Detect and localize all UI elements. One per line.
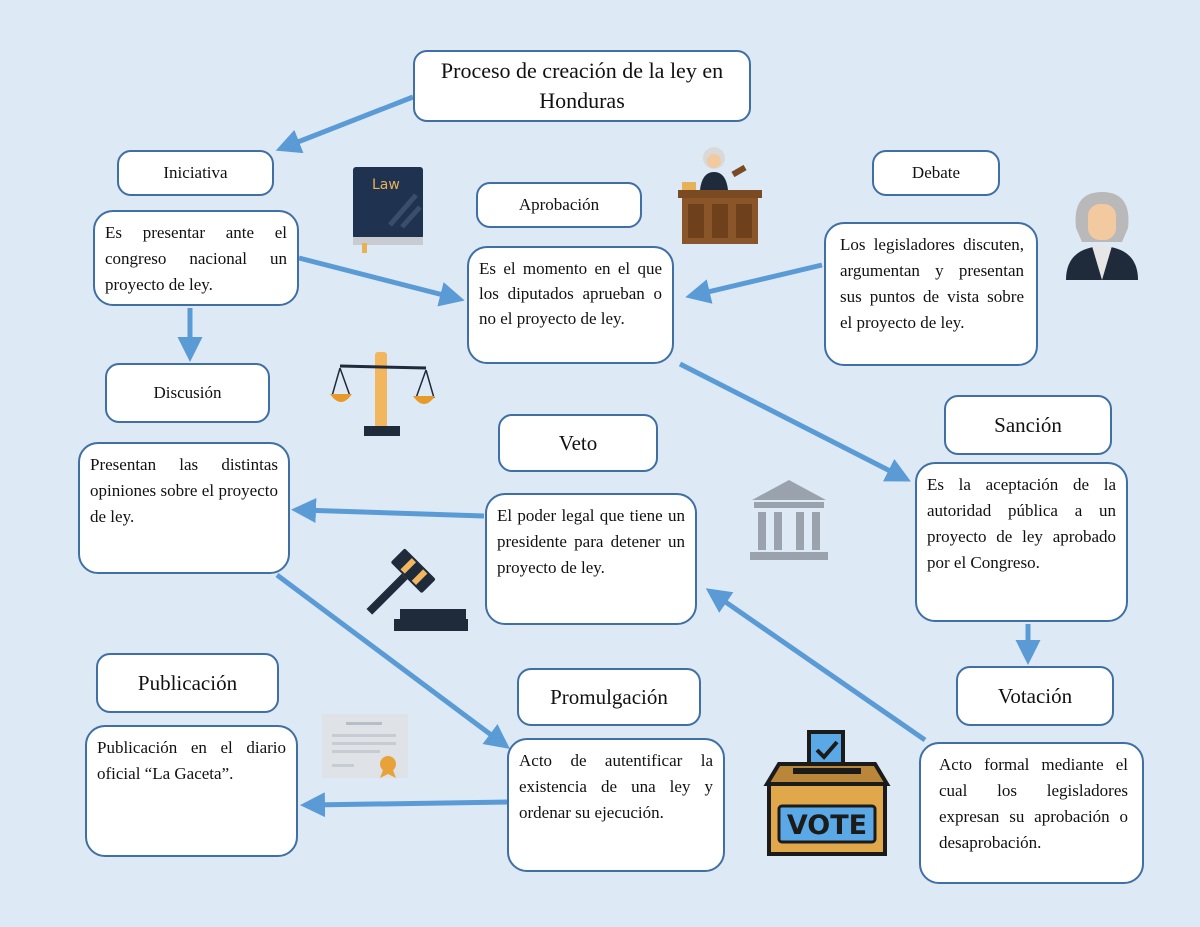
publicacion-label: Publicación xyxy=(96,653,279,713)
gavel-icon xyxy=(366,549,468,631)
veto-text: El poder legal que tiene un presidente p… xyxy=(485,493,697,625)
svg-text:Law: Law xyxy=(372,177,400,193)
sancion-label: Sanción xyxy=(944,395,1112,455)
title-text: Proceso de creación de la ley en Hondura… xyxy=(440,58,724,113)
publicacion-text: Publicación en el diario oficial “La Gac… xyxy=(85,725,298,857)
debate-text: Los legisladores discuten, argumentan y … xyxy=(824,222,1038,366)
promulgacion-text: Acto de autentificar la existencia de un… xyxy=(507,738,725,872)
sancion-text: Es la aceptación de la autoridad pública… xyxy=(915,462,1128,622)
arrow-iniciativa-aprobacion xyxy=(298,255,465,307)
arrow-aprobacion-sancion xyxy=(678,361,911,482)
government-building-icon xyxy=(750,480,828,560)
debate-label: Debate xyxy=(872,150,1000,196)
page-title: Proceso de creación de la ley en Hondura… xyxy=(413,50,751,122)
arrow-debate-aprobacion xyxy=(685,262,823,304)
iniciativa-text: Es presentar ante el congreso nacional u… xyxy=(93,210,299,306)
judge-icon xyxy=(678,147,762,244)
arrow-veto-discusion xyxy=(291,497,485,523)
votacion-label: Votación xyxy=(956,666,1114,726)
certificate-icon xyxy=(322,714,408,778)
discusion-text: Presentan las distintas opiniones sobre … xyxy=(78,442,290,574)
promulgacion-label: Promulgación xyxy=(517,668,701,726)
discusion-label: Discusión xyxy=(105,363,270,423)
arrow-discusion-promulgacion xyxy=(275,572,511,749)
arrow-promulgacion-publicacion xyxy=(300,792,513,818)
aprobacion-text: Es el momento en el que los diputados ap… xyxy=(467,246,674,364)
votacion-text: Acto formal mediante el cual los legisla… xyxy=(919,742,1144,884)
arrow-votacion-veto xyxy=(705,588,927,743)
law-book-icon: Law xyxy=(353,167,423,253)
arrow-title-iniciativa xyxy=(275,94,414,154)
aprobacion-label: Aprobación xyxy=(476,182,642,228)
iniciativa-label: Iniciativa xyxy=(117,150,274,196)
veto-label: Veto xyxy=(498,414,658,472)
legislator-icon xyxy=(1066,192,1138,280)
scales-icon xyxy=(330,352,435,436)
ballot-box-icon: VOTE xyxy=(763,730,891,856)
svg-text:VOTE: VOTE xyxy=(787,810,867,841)
